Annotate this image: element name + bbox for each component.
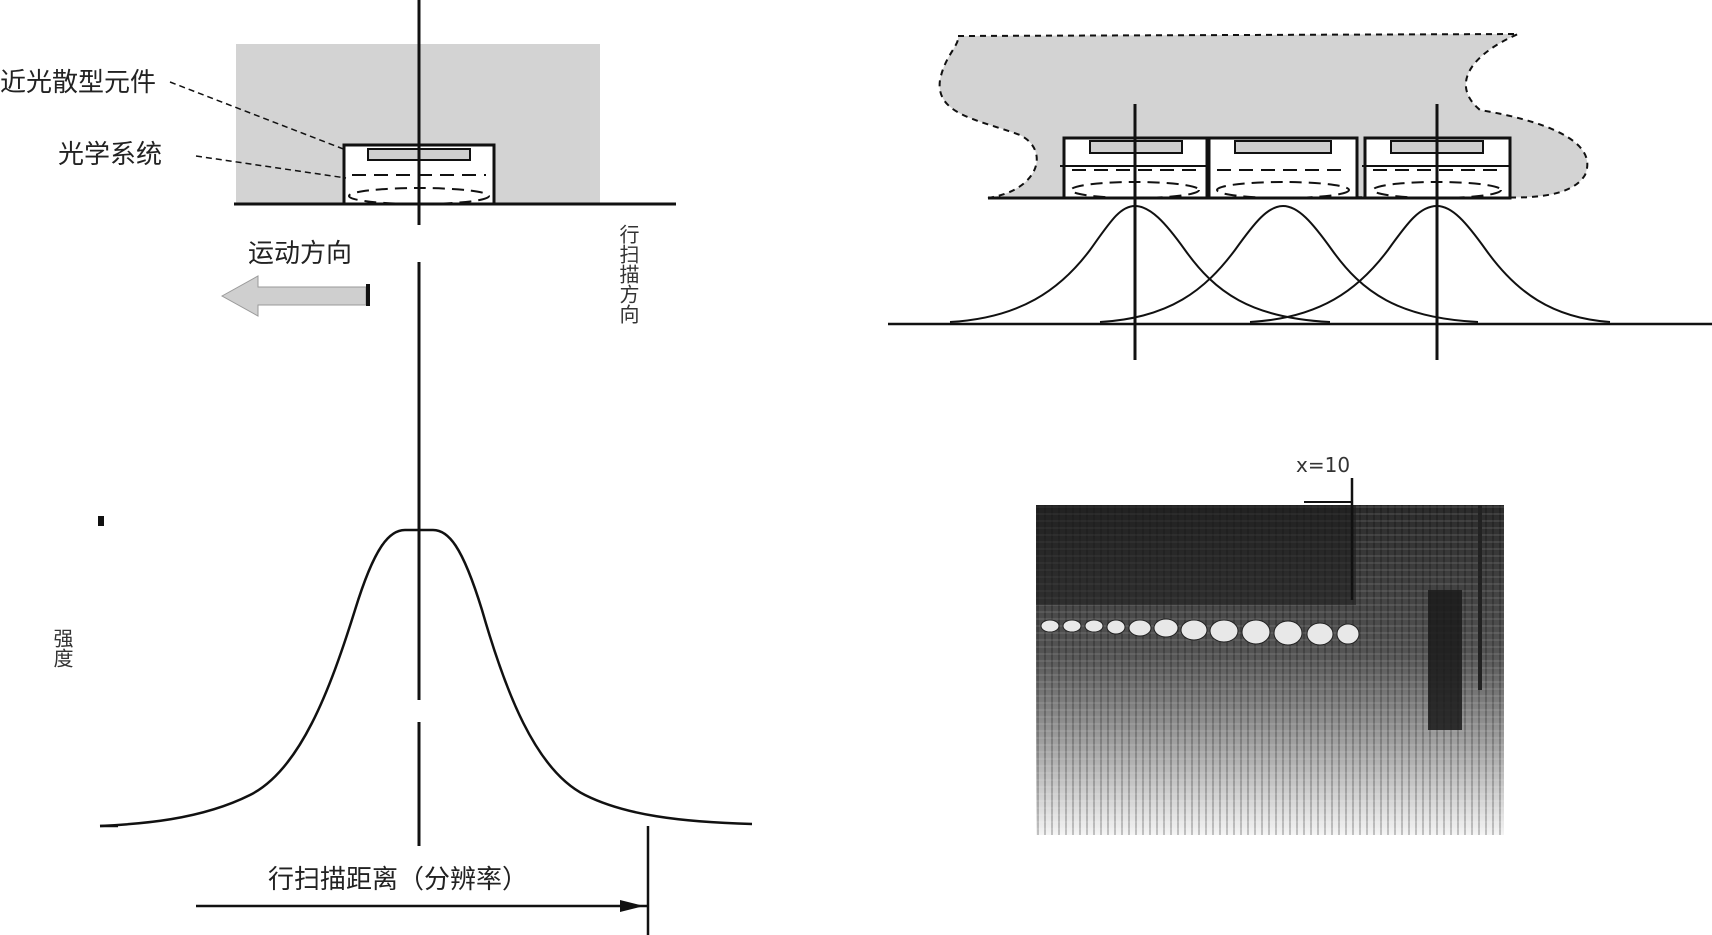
sensor-module-2 (1207, 136, 1359, 200)
scan-direction-label: 运动方向 (248, 239, 352, 269)
array-curve-1 (949, 204, 1331, 323)
direction-marker-label: 行扫描方向 (616, 224, 640, 324)
sensor-element-leader (169, 81, 347, 151)
y-axis-tick (98, 516, 104, 526)
single-sensor-panel: 近光散型元件 光学系统 运动方向 行扫描方向 强度 行扫描距离（分辨率） (0, 0, 753, 935)
optical-system-label: 光学系统 (58, 140, 162, 170)
resolution-label: 行扫描距离（分辨率） (268, 865, 528, 895)
photo-lens-row (1040, 618, 1360, 646)
scan-direction-arrow (220, 275, 370, 317)
sensor-element-label: 近光散型元件 (0, 68, 156, 98)
photo-marker-label: x=10 (1296, 453, 1350, 477)
photo-clamp (1428, 590, 1462, 730)
sensor-array-panel (888, 33, 1712, 360)
optical-system-leader (195, 155, 347, 179)
array-curve-3 (1249, 204, 1611, 323)
photo-panel: x=10 (1036, 453, 1504, 835)
y-axis-label: 强度 (50, 628, 74, 668)
response-curve (99, 528, 753, 828)
array-curve-2 (1099, 204, 1479, 323)
